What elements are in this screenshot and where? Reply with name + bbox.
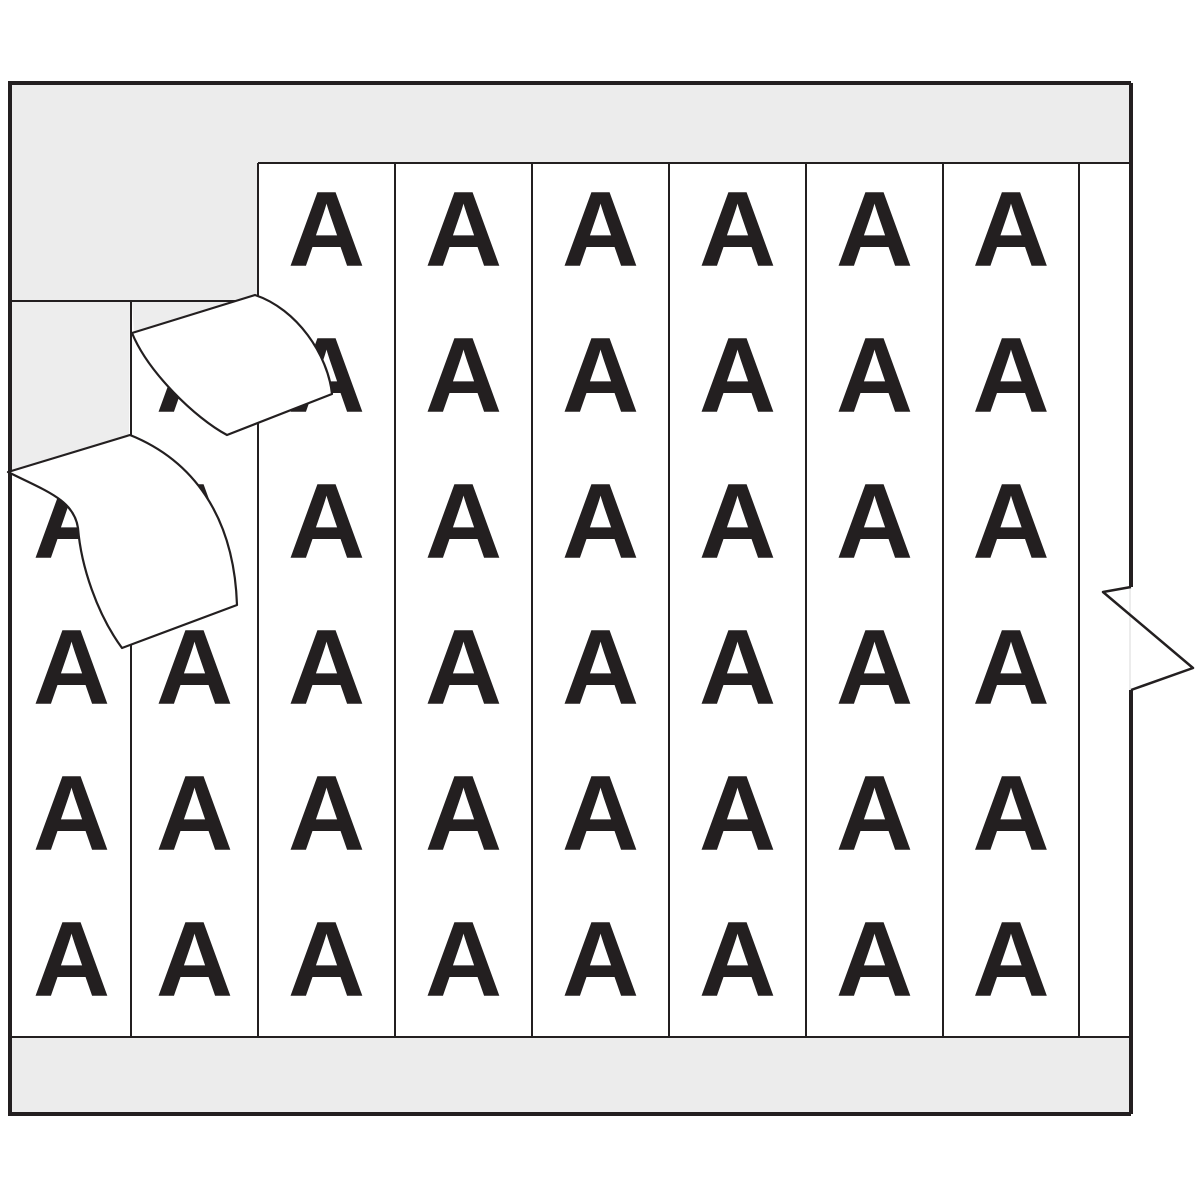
marker-letter: A xyxy=(287,461,366,581)
marker-letter: A xyxy=(698,461,777,581)
marker-letter: A xyxy=(835,461,914,581)
strip-7 xyxy=(806,163,943,1037)
marker-letter: A xyxy=(835,169,914,289)
marker-letter: A xyxy=(287,753,366,873)
marker-letter: A xyxy=(287,169,366,289)
marker-letter: A xyxy=(287,899,366,1019)
marker-letter: A xyxy=(835,899,914,1019)
marker-letter: A xyxy=(698,169,777,289)
marker-letter: A xyxy=(972,315,1050,435)
marker-letter: A xyxy=(32,461,111,581)
marker-letter: A xyxy=(835,315,914,435)
strip-4 xyxy=(395,163,532,1037)
marker-letter: A xyxy=(972,753,1050,873)
strip-5 xyxy=(532,163,669,1037)
strip-9-blank-margin xyxy=(1079,163,1129,1037)
marker-letter: A xyxy=(835,607,914,727)
marker-letter: A xyxy=(561,753,640,873)
marker-letter: A xyxy=(32,899,111,1019)
marker-letter: A xyxy=(424,753,503,873)
marker-letter: A xyxy=(155,607,234,727)
marker-letter: A xyxy=(561,169,640,289)
marker-letter: A xyxy=(835,753,914,873)
marker-letter: A xyxy=(561,315,640,435)
marker-letter: A xyxy=(424,899,503,1019)
marker-letter: A xyxy=(972,461,1050,581)
marker-letter: A xyxy=(972,899,1050,1019)
marker-letter: A xyxy=(424,607,503,727)
marker-letter: A xyxy=(698,753,777,873)
marker-letter: A xyxy=(287,315,366,435)
marker-letter: A xyxy=(698,899,777,1019)
marker-letter: A xyxy=(32,753,111,873)
marker-letter: A xyxy=(972,169,1050,289)
marker-letter: A xyxy=(698,607,777,727)
marker-letter: A xyxy=(32,607,111,727)
marker-letter: A xyxy=(561,899,640,1019)
marker-letter: A xyxy=(155,899,234,1019)
marker-letter: A xyxy=(155,753,234,873)
marker-letter: A xyxy=(424,461,503,581)
marker-letter: A xyxy=(561,461,640,581)
strip-6 xyxy=(669,163,806,1037)
marker-letter: A xyxy=(424,169,503,289)
marker-letter: A xyxy=(972,607,1050,727)
strip-8 xyxy=(943,163,1079,1037)
marker-letter: A xyxy=(155,461,234,581)
marker-letter: A xyxy=(287,607,366,727)
marker-letter: A xyxy=(561,607,640,727)
marker-letter: A xyxy=(424,315,503,435)
marker-letter: A xyxy=(155,315,234,435)
marker-letter: A xyxy=(698,315,777,435)
